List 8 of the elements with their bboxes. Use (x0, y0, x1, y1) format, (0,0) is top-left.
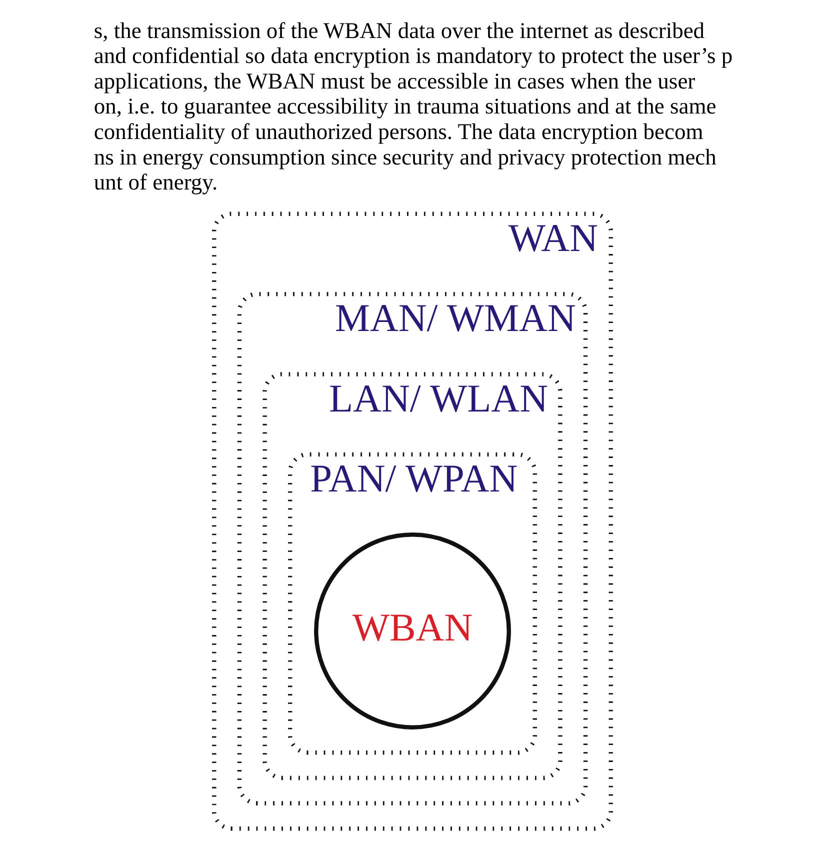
label: and confidential so data encryption is mandatory to protect the user’s p (94, 43, 733, 68)
label: ns in energy consumption since security and privacy protection mech (94, 144, 716, 170)
label: unt of energy. (94, 170, 218, 195)
label: confidentiality of unauthorized persons. The data encryption becom (94, 119, 704, 144)
label: s, the transmission of the WBAN data over the internet as described (94, 18, 705, 43)
label: applications, the WBAN must be accessible in cases when the user (94, 68, 696, 94)
node-circle: WBAN (314, 532, 511, 730)
label: on, i.e. to guarantee accessibility in trauma situations and at the same (94, 94, 716, 119)
